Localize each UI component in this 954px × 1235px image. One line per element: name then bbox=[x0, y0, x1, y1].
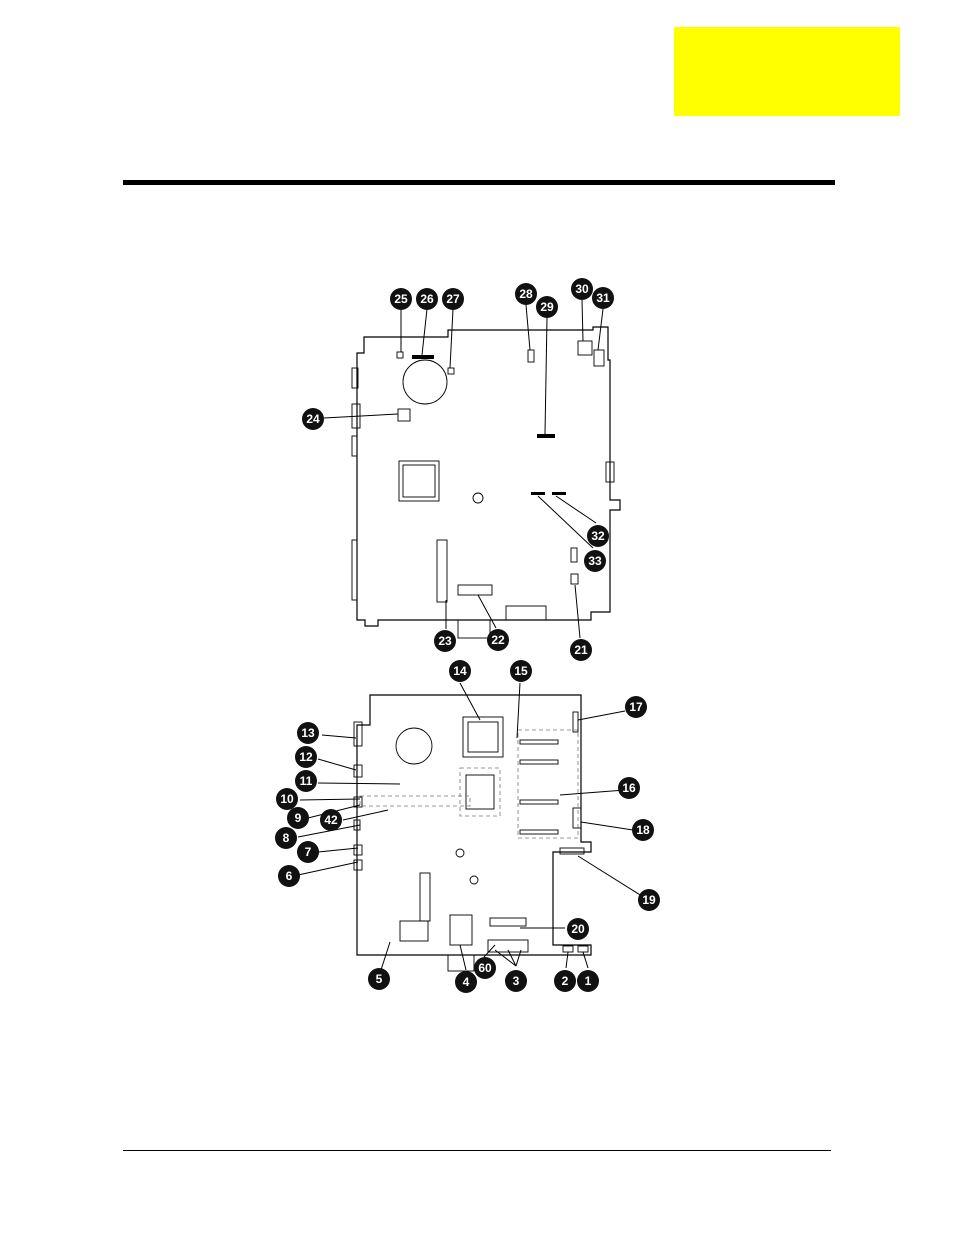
callout-16: 16 bbox=[618, 777, 640, 799]
bottom-view-board bbox=[354, 695, 591, 971]
svg-text:5: 5 bbox=[376, 972, 383, 986]
svg-text:11: 11 bbox=[300, 774, 313, 788]
svg-text:1: 1 bbox=[585, 974, 592, 988]
callout-21: 21 bbox=[570, 639, 592, 661]
svg-text:42: 42 bbox=[324, 813, 338, 827]
callout-8: 8 bbox=[275, 827, 297, 849]
footer-rule bbox=[123, 1150, 831, 1151]
callout-17: 17 bbox=[625, 696, 647, 718]
callout-20: 20 bbox=[567, 918, 589, 940]
svg-text:7: 7 bbox=[305, 845, 312, 859]
svg-text:8: 8 bbox=[283, 831, 290, 845]
callout-1: 1 bbox=[577, 970, 599, 992]
svg-text:9: 9 bbox=[295, 811, 302, 825]
svg-text:13: 13 bbox=[301, 726, 315, 740]
svg-text:22: 22 bbox=[491, 633, 505, 647]
svg-text:24: 24 bbox=[306, 412, 320, 426]
svg-text:30: 30 bbox=[575, 282, 589, 296]
svg-text:31: 31 bbox=[596, 291, 610, 305]
callout-29: 29 bbox=[536, 296, 558, 318]
svg-text:25: 25 bbox=[394, 292, 408, 306]
callout-11: 11 bbox=[295, 770, 317, 792]
svg-text:33: 33 bbox=[588, 554, 602, 568]
svg-text:6: 6 bbox=[286, 869, 293, 883]
callout-31: 31 bbox=[592, 287, 614, 309]
svg-text:28: 28 bbox=[519, 287, 533, 301]
svg-text:2: 2 bbox=[562, 974, 569, 988]
callout-2: 2 bbox=[554, 970, 576, 992]
top-view-board bbox=[352, 327, 620, 638]
callout-12: 12 bbox=[295, 746, 317, 768]
callout-7: 7 bbox=[297, 841, 319, 863]
callout-18: 18 bbox=[632, 819, 654, 841]
svg-text:16: 16 bbox=[622, 781, 636, 795]
callout-24: 24 bbox=[302, 408, 324, 430]
callout-23: 23 bbox=[434, 630, 456, 652]
svg-text:10: 10 bbox=[280, 792, 294, 806]
svg-text:21: 21 bbox=[574, 643, 588, 657]
callout-14: 14 bbox=[449, 660, 471, 682]
svg-text:20: 20 bbox=[571, 922, 585, 936]
svg-text:60: 60 bbox=[478, 961, 492, 975]
svg-text:26: 26 bbox=[420, 292, 434, 306]
callout-6: 6 bbox=[278, 865, 300, 887]
callout-28: 28 bbox=[515, 283, 537, 305]
callout-22: 22 bbox=[487, 629, 509, 651]
svg-text:15: 15 bbox=[514, 664, 528, 678]
callout-26: 26 bbox=[416, 288, 438, 310]
svg-text:29: 29 bbox=[540, 300, 554, 314]
callout-27: 27 bbox=[442, 288, 464, 310]
callout-33: 33 bbox=[584, 550, 606, 572]
svg-text:3: 3 bbox=[513, 974, 520, 988]
callout-60: 60 bbox=[474, 957, 496, 979]
svg-text:17: 17 bbox=[629, 700, 643, 714]
svg-text:27: 27 bbox=[446, 292, 460, 306]
callout-25: 25 bbox=[390, 288, 412, 310]
callout-42: 42 bbox=[320, 809, 342, 831]
svg-text:12: 12 bbox=[299, 750, 313, 764]
svg-text:19: 19 bbox=[642, 893, 656, 907]
callout-30: 30 bbox=[571, 278, 593, 300]
callout-19: 19 bbox=[638, 889, 660, 911]
callout-15: 15 bbox=[510, 660, 532, 682]
callout-4: 4 bbox=[455, 971, 477, 993]
callout-10: 10 bbox=[276, 788, 298, 810]
callout-32: 32 bbox=[587, 525, 609, 547]
callout-13: 13 bbox=[297, 722, 319, 744]
svg-text:32: 32 bbox=[591, 529, 605, 543]
callout-9: 9 bbox=[287, 807, 309, 829]
svg-text:14: 14 bbox=[453, 664, 467, 678]
callout-5: 5 bbox=[368, 968, 390, 990]
svg-text:18: 18 bbox=[636, 823, 650, 837]
callout-3: 3 bbox=[505, 970, 527, 992]
svg-text:23: 23 bbox=[438, 634, 452, 648]
svg-text:4: 4 bbox=[463, 975, 470, 989]
